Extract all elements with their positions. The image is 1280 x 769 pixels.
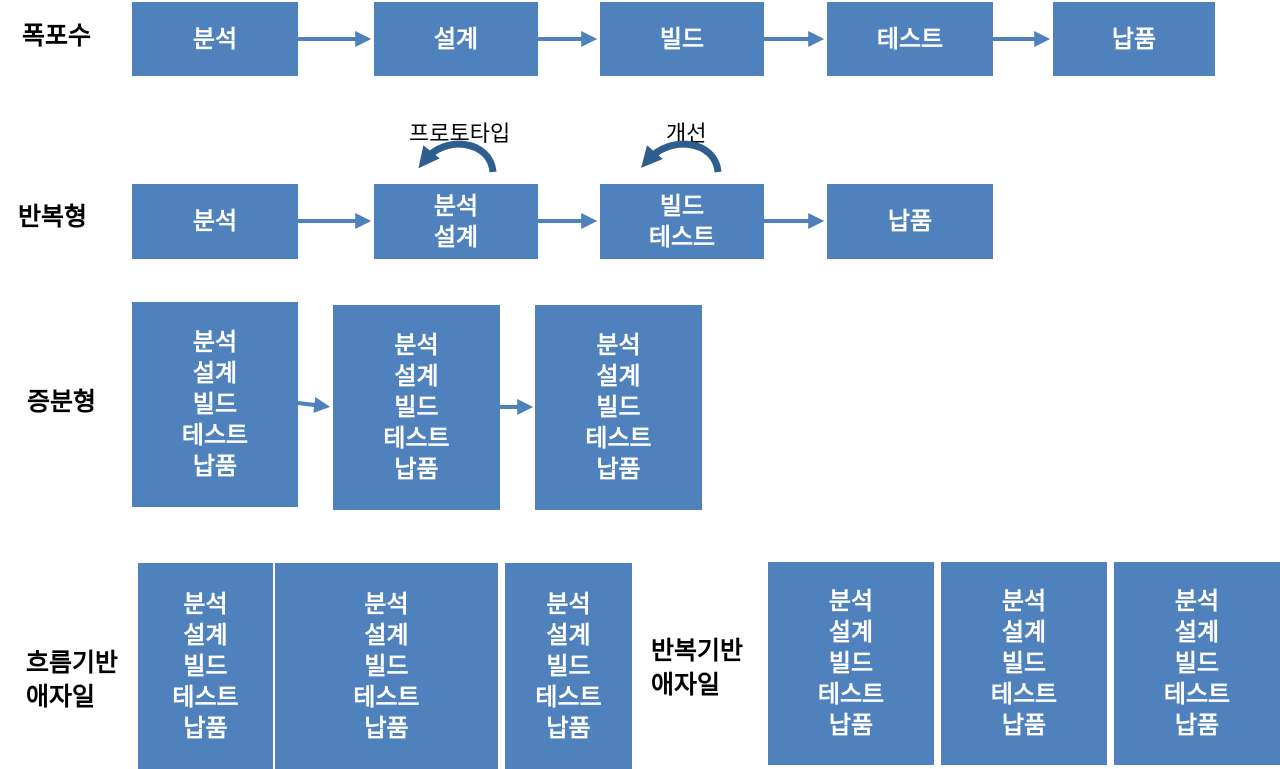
box-line: 테스트 xyxy=(181,421,249,449)
box-line: 분석 xyxy=(192,207,238,235)
box-line: 테스트 xyxy=(172,682,239,711)
box-line: 설계 xyxy=(828,618,874,646)
box-line: 빌드 xyxy=(183,651,228,680)
box-line: 테스트 xyxy=(990,680,1058,708)
box-line: 빌드 xyxy=(1174,649,1220,677)
box-line: 분석 xyxy=(433,191,479,220)
box-line: 설계 xyxy=(183,620,228,649)
label-iter-agile: 반복기반 애자일 xyxy=(651,634,743,702)
box-line: 납품 xyxy=(828,711,874,739)
box-line: 빌드 xyxy=(546,651,591,680)
box-line: 설계 xyxy=(1174,618,1220,646)
box-line: 테스트 xyxy=(585,424,652,452)
box-line: 납품 xyxy=(1174,711,1220,739)
box-line: 분석 xyxy=(192,328,238,356)
waterfall-step-label: 분석 xyxy=(192,24,238,53)
box-line: 빌드 xyxy=(596,393,641,421)
box-line: 빌드 xyxy=(364,651,409,680)
box-line: 테스트 xyxy=(383,424,450,452)
box-line: 빌드 xyxy=(1001,649,1047,677)
box-line: 빌드 xyxy=(394,393,439,421)
waterfall-step-label: 설계 xyxy=(433,24,479,53)
box-line: 분석 xyxy=(364,589,409,618)
box-line: 분석 xyxy=(546,589,591,618)
waterfall-step-analysis: 분석 xyxy=(132,2,298,76)
waterfall-step-label: 테스트 xyxy=(876,24,944,53)
box-line: 납품 xyxy=(596,455,641,483)
label-incremental: 증분형 xyxy=(27,387,97,416)
waterfall-step-design: 설계 xyxy=(374,2,538,76)
box-line: 분석 xyxy=(1174,587,1220,615)
box-line: 납품 xyxy=(364,713,409,742)
box-line: 테스트 xyxy=(1163,680,1231,708)
box-line: 분석 xyxy=(394,331,439,359)
box-line: 설계 xyxy=(546,620,591,649)
box-line: 설계 xyxy=(394,362,439,390)
box-line: 테스트 xyxy=(648,222,716,251)
box-line: 설계 xyxy=(192,359,238,387)
box-line: 납품 xyxy=(887,207,933,235)
iterative-step-deliver: 납품 xyxy=(827,184,993,259)
box-line: 납품 xyxy=(183,713,228,742)
box-line: 납품 xyxy=(192,452,238,480)
label-flow-agile-line1: 흐름기반 xyxy=(26,648,119,677)
box-line: 설계 xyxy=(364,620,409,649)
box-line: 납품 xyxy=(546,713,591,742)
waterfall-step-label: 납품 xyxy=(1111,24,1157,53)
loop-label-improve: 개선 xyxy=(666,122,707,147)
box-line: 분석 xyxy=(183,589,228,618)
box-line: 설계 xyxy=(433,222,479,251)
box-line: 설계 xyxy=(1001,618,1047,646)
loop-arrow-improve xyxy=(641,140,722,173)
label-iterative: 반복형 xyxy=(18,202,88,231)
box-line: 빌드 xyxy=(659,191,705,220)
box-line: 빌드 xyxy=(828,649,874,677)
box-line: 분석 xyxy=(1001,587,1047,615)
iterative-step-analysis: 분석 xyxy=(132,184,298,259)
loop-arrow-prototype xyxy=(418,140,497,173)
box-line: 설계 xyxy=(596,362,641,390)
box-line: 분석 xyxy=(596,331,641,359)
box-line: 테스트 xyxy=(353,682,420,711)
loop-label-prototype: 프로토타입 xyxy=(409,122,511,147)
label-flow-agile-line2: 애자일 xyxy=(26,682,96,711)
label-waterfall: 폭포수 xyxy=(22,21,92,50)
arrow-incremental-1 xyxy=(297,397,331,413)
label-flow-agile: 흐름기반 애자일 xyxy=(26,646,118,714)
label-iter-agile-line1: 반복기반 xyxy=(651,636,744,665)
box-line: 테스트 xyxy=(817,680,885,708)
box-line: 납품 xyxy=(394,455,439,483)
waterfall-step-build: 빌드 xyxy=(600,2,764,76)
waterfall-step-test: 테스트 xyxy=(827,2,993,76)
box-line: 분석 xyxy=(828,587,874,615)
box-line: 빌드 xyxy=(192,390,238,418)
waterfall-step-label: 빌드 xyxy=(659,24,705,53)
box-line: 테스트 xyxy=(535,682,602,711)
waterfall-step-deliver: 납품 xyxy=(1053,2,1215,76)
label-iter-agile-line2: 애자일 xyxy=(651,670,721,699)
box-line: 납품 xyxy=(1001,711,1047,739)
